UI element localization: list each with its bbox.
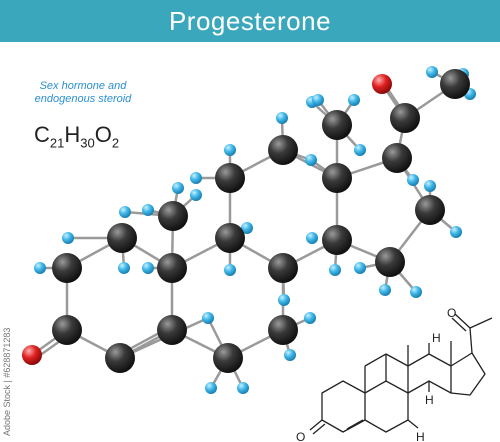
hydrogen-atom-11 (241, 222, 253, 234)
h-label-c8: H (416, 430, 425, 442)
hydrogen-atom-31 (348, 94, 360, 106)
hydrogen-atom-8 (202, 312, 214, 324)
hydrogen-atom-6 (190, 189, 202, 201)
hydrogen-atom-7 (119, 206, 131, 218)
hydrogen-atom-4 (142, 204, 154, 216)
carbon-atom-14 (375, 247, 405, 277)
carbon-atom-0 (52, 253, 82, 283)
title-banner: Progesterone (0, 0, 500, 42)
hydrogen-atom-24 (410, 286, 422, 298)
hydrogen-atom-19 (304, 312, 316, 324)
h-label-c9: H (425, 393, 434, 407)
hydrogen-atom-2 (118, 262, 130, 274)
carbon-atom-19 (390, 103, 420, 133)
carbon-atom-4 (157, 253, 187, 283)
hydrogen-atom-20 (284, 349, 296, 361)
carbon-atom-7 (268, 315, 298, 345)
hydrogen-atom-10 (237, 382, 249, 394)
carbon-atom-6 (213, 343, 243, 373)
hydrogen-atom-13 (190, 172, 202, 184)
carbon-atom-20 (440, 69, 470, 99)
hydrogen-atom-12 (224, 264, 236, 276)
hydrogen-atom-28 (354, 144, 366, 156)
hydrogen-atom-3 (142, 262, 154, 274)
hydrogen-atom-27 (407, 174, 419, 186)
carbon-atom-10 (215, 163, 245, 193)
carbon-atom-18 (158, 201, 188, 231)
hydrogen-atom-21 (329, 264, 341, 276)
carbon-atom-1 (52, 315, 82, 345)
hydrogen-atom-5 (172, 182, 184, 194)
hydrogen-atom-18 (278, 294, 290, 306)
hydrogen-atom-17 (306, 232, 318, 244)
hydrogen-atom-1 (62, 232, 74, 244)
carbon-atom-9 (215, 223, 245, 253)
hydrogen-atom-14 (224, 144, 236, 156)
hydrogen-atom-26 (424, 180, 436, 192)
hydrogen-atom-9 (205, 382, 217, 394)
hydrogen-atom-34 (426, 66, 438, 78)
hydrogen-atom-25 (450, 226, 462, 238)
carbon-atom-12 (322, 163, 352, 193)
carbon-atom-16 (382, 143, 412, 173)
hydrogen-atom-15 (276, 112, 288, 124)
carbon-atom-13 (322, 225, 352, 255)
carbon-atom-17 (322, 110, 352, 140)
h-label-c14: H (432, 331, 441, 345)
oxygen-label: O (296, 430, 305, 442)
hydrogen-atom-16 (305, 154, 317, 166)
oxygen-atom-1 (372, 74, 392, 94)
hydrogen-atom-30 (312, 94, 324, 106)
subtitle: Sex hormone and endogenous steroid (34, 80, 132, 105)
carbon-atom-15 (415, 195, 445, 225)
carbon-atom-2 (105, 343, 135, 373)
carbon-atom-11 (268, 135, 298, 165)
carbon-atom-8 (268, 253, 298, 283)
oxygen-atom-0 (22, 345, 42, 365)
molecular-formula: C21H30O2 (34, 122, 120, 151)
page-title: Progesterone (168, 5, 332, 36)
atoms (22, 66, 476, 394)
carbon-atom-5 (107, 223, 137, 253)
hydrogen-atom-22 (354, 262, 366, 274)
hydrogen-atom-0 (34, 262, 46, 274)
oxygen-label-sidechain: O (447, 306, 456, 320)
carbon-atom-3 (157, 315, 187, 345)
hydrogen-atom-23 (379, 284, 391, 296)
